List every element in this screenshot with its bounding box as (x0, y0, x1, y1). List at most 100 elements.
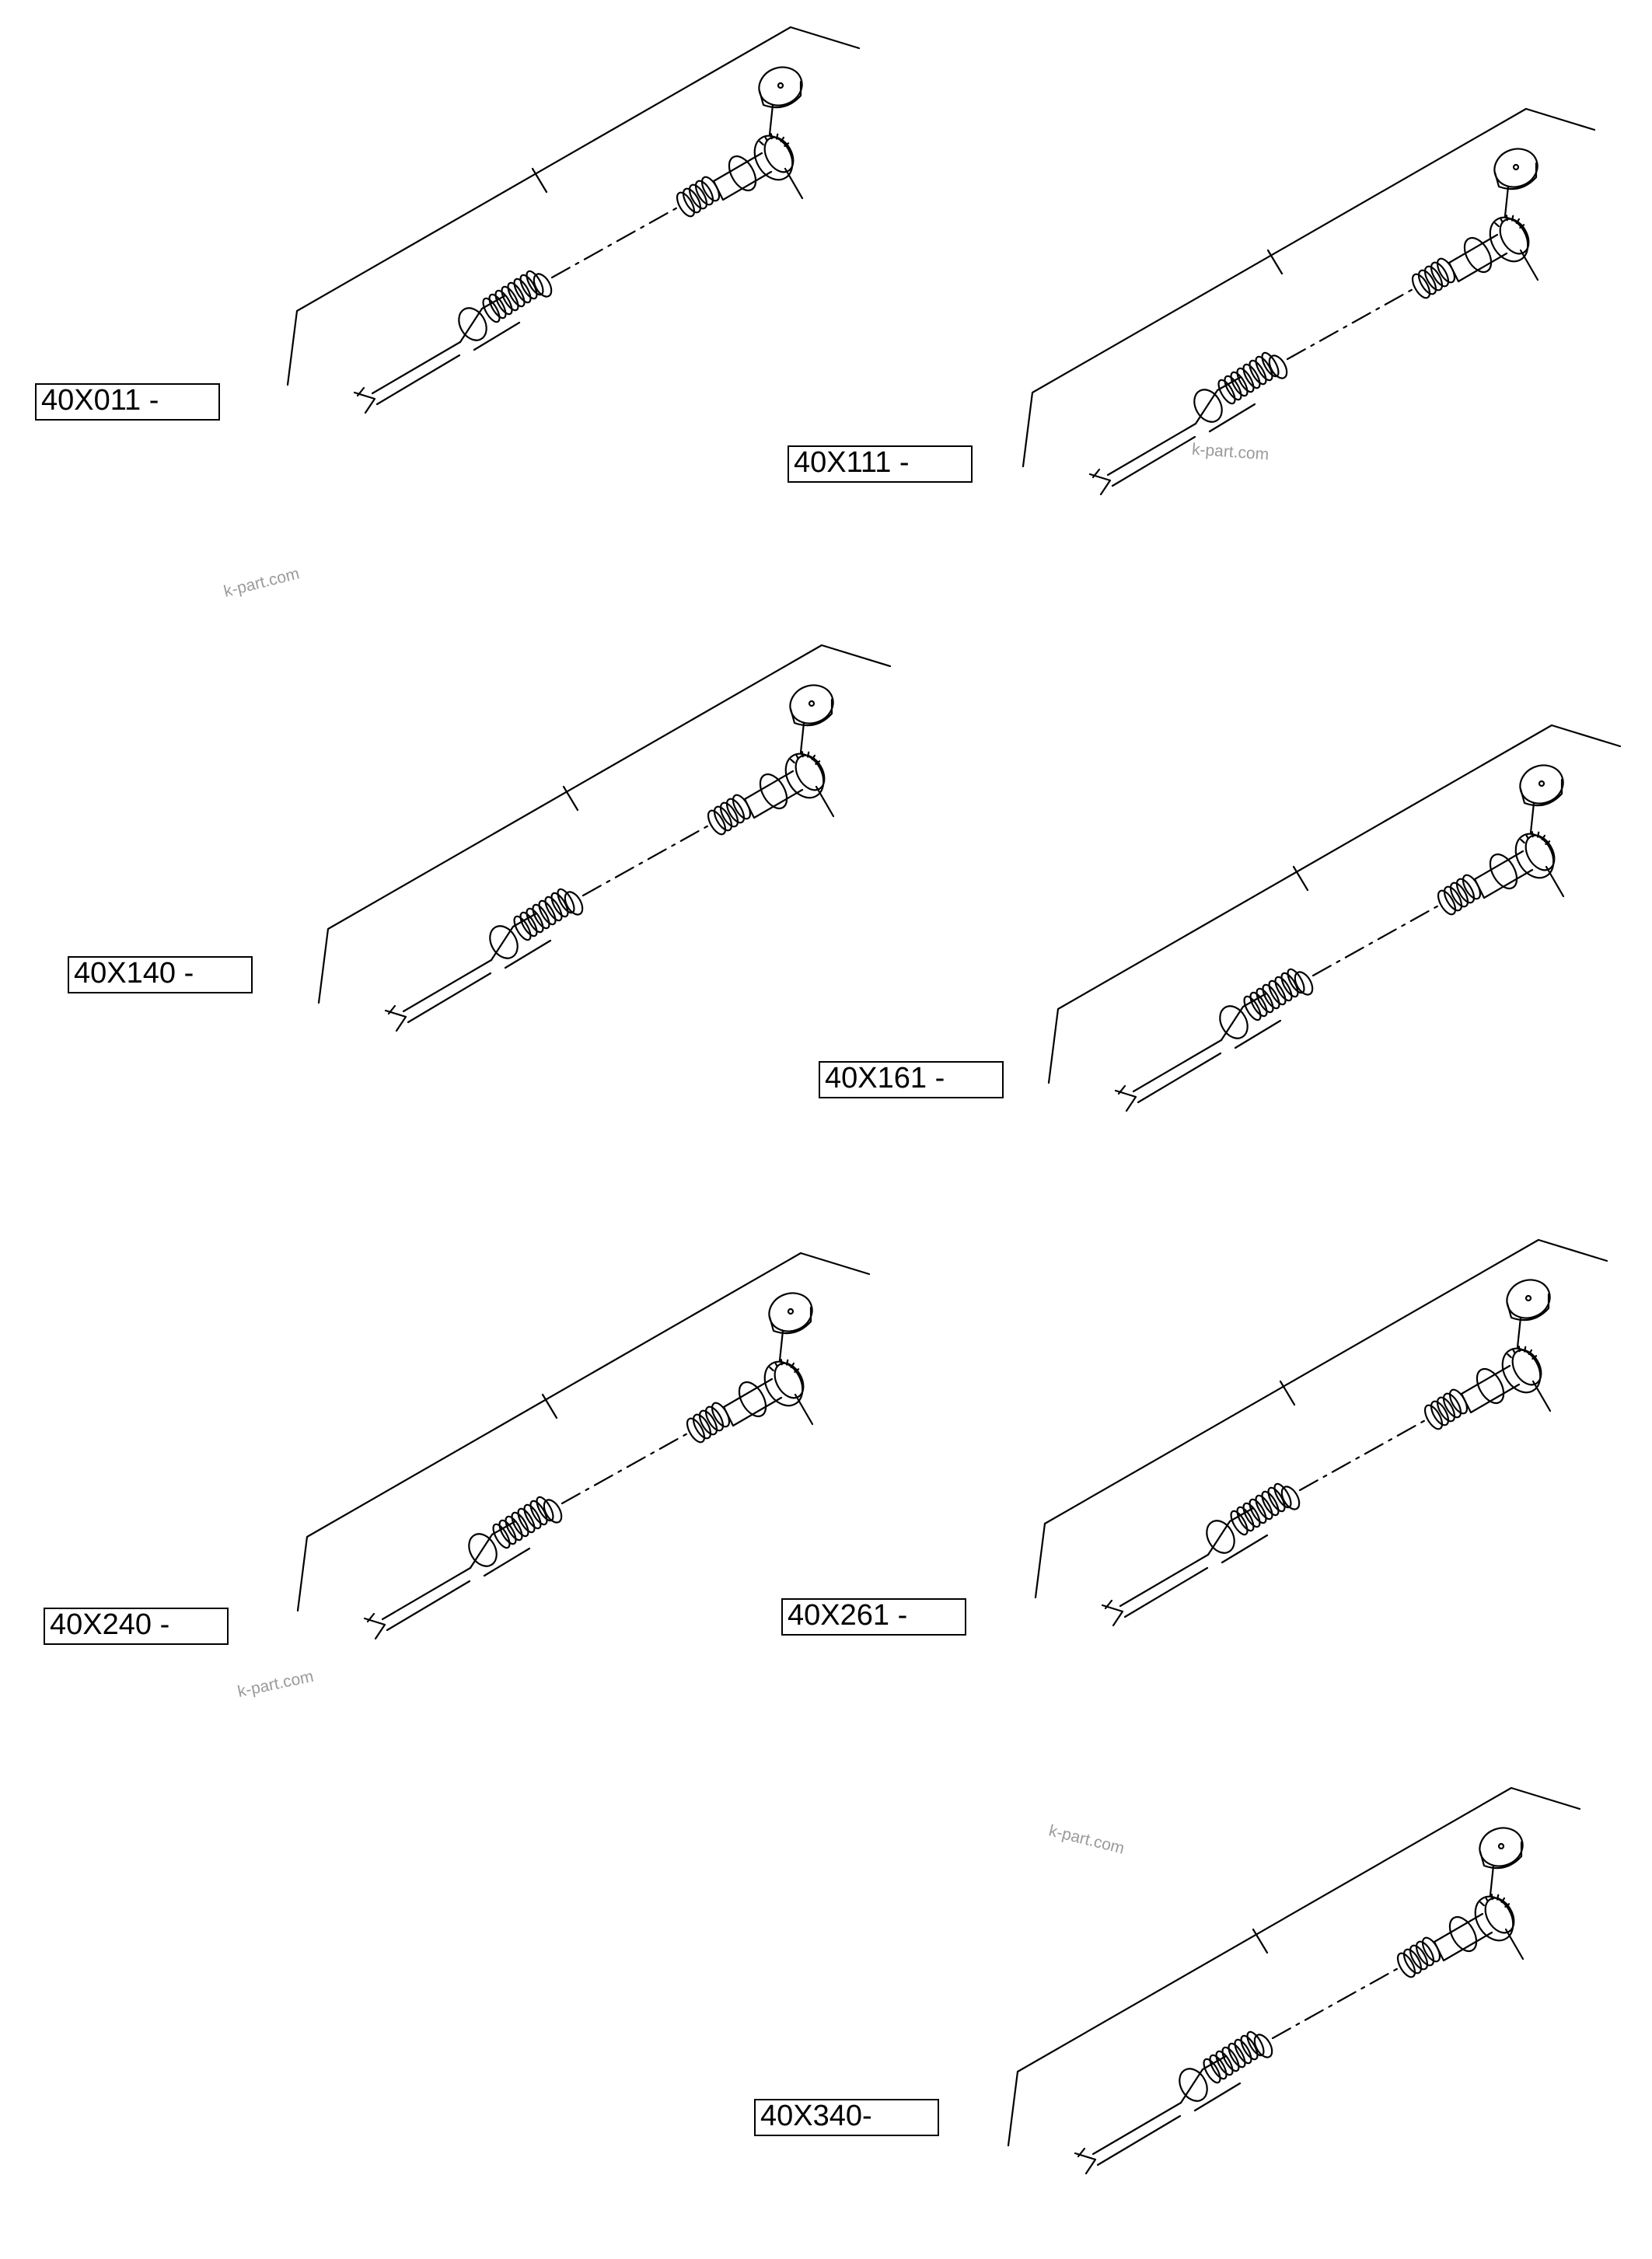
sensor-thread (694, 180, 714, 206)
thread-ring (1228, 2042, 1246, 2069)
fitting-body (1220, 992, 1282, 1049)
alignment-axis (550, 204, 682, 279)
knurl-mark (1496, 1894, 1500, 1901)
fitting-body (1194, 375, 1256, 433)
thread-ring (519, 911, 538, 937)
wire-ends (384, 1004, 407, 1032)
cap-disc-hole (777, 82, 784, 89)
hex-nut (1193, 389, 1223, 423)
leader-line (815, 785, 835, 818)
sensor-thread (1437, 889, 1457, 916)
cap-disc-hole (1512, 163, 1520, 171)
cap-disc-side (758, 80, 802, 109)
thread-ring (517, 1507, 536, 1534)
knurled-head-face (774, 1362, 805, 1399)
thread-ring (544, 896, 563, 922)
knurled-head-face (763, 136, 795, 173)
sensor-collar (759, 773, 788, 810)
sensor-thread (686, 1417, 706, 1444)
hex-nut (1179, 2068, 1208, 2102)
thread-ring (1267, 1486, 1286, 1513)
fitting-end (1253, 2034, 1273, 2058)
hex-nut (1206, 1520, 1235, 1554)
knurl-mark (770, 133, 773, 140)
callout-tick (1266, 249, 1284, 275)
sensor-body (1448, 233, 1508, 283)
sensor-collar (1476, 1367, 1505, 1405)
sensor-collar (738, 1381, 767, 1418)
alignment-axis (561, 1430, 692, 1505)
knurl-mark (774, 1361, 778, 1367)
knurl-mark (790, 1362, 795, 1369)
cable (1137, 1052, 1222, 1104)
cap-disc-side (1506, 1293, 1550, 1322)
thread-ring (513, 278, 532, 304)
thread-ring (494, 289, 513, 316)
cap-disc-side (1479, 1841, 1523, 1870)
cap-leader (778, 1329, 784, 1362)
hex-nut (458, 307, 487, 341)
thread-ring (1262, 983, 1280, 1010)
hex-nut (1219, 1005, 1249, 1039)
sensor-collar (1448, 1915, 1478, 1953)
alignment-axis (1298, 1417, 1430, 1492)
sensor-thread (1409, 1944, 1429, 1971)
fitting-body (1207, 1507, 1269, 1564)
sensor-body (722, 1377, 783, 1427)
knurl-mark (763, 135, 768, 141)
knurled-head-face (795, 754, 826, 791)
cap-leader (1529, 801, 1535, 834)
knurl-mark (1484, 1896, 1489, 1902)
knurl-mark (1525, 833, 1529, 840)
knurl-mark (785, 1359, 789, 1366)
thread-ring (526, 907, 544, 934)
callout-tick (541, 1393, 558, 1419)
thread-ring (1268, 979, 1287, 1006)
knurl-mark (759, 140, 764, 146)
thread-ring (1242, 363, 1261, 389)
leader-line (784, 167, 804, 200)
fitting-end (533, 273, 553, 298)
knurl-mark (1479, 1901, 1485, 1907)
knurled-head-face (1499, 218, 1530, 255)
hex-nut (468, 1533, 498, 1567)
alignment-axis (582, 822, 713, 897)
sensor-thread (1442, 1392, 1462, 1419)
knurl-mark (1515, 218, 1521, 225)
knurl-mark (1528, 1349, 1533, 1356)
leader-line (794, 1393, 814, 1426)
knurl-mark (795, 753, 799, 759)
sensor-thread (698, 1409, 718, 1436)
assembly-bracket (317, 644, 892, 1004)
leader-line (1532, 1380, 1552, 1412)
knurled-head (784, 752, 825, 799)
sensor-body (712, 152, 773, 201)
cap-disc-hole (1525, 1294, 1532, 1302)
knurl-mark (1518, 1346, 1521, 1353)
fitting-end (543, 1499, 563, 1524)
part-label-40X261: 40X261 - (781, 1598, 966, 1636)
sensor-assembly (1047, 724, 1622, 1112)
thread-ring (1261, 1490, 1280, 1517)
assembly-bracket (1007, 1786, 1581, 2147)
thread-ring (1274, 976, 1293, 1002)
cap-disc-side (789, 698, 833, 727)
callout-tick (1279, 1380, 1296, 1406)
cable (1091, 2101, 1182, 2156)
cable (375, 354, 461, 406)
cap-leader (799, 721, 805, 754)
cap-disc (1519, 764, 1564, 805)
wire-ends (1114, 1084, 1137, 1112)
knurl-mark (801, 751, 804, 758)
fitting-end (1294, 971, 1314, 996)
leader-line (1545, 865, 1565, 898)
cap-disc (789, 684, 834, 724)
cable (407, 972, 492, 1024)
assembly-bracket (1047, 724, 1622, 1084)
knurl-mark (815, 760, 821, 765)
thread-ring (1236, 367, 1255, 393)
cap-disc-hole (787, 1308, 795, 1315)
thread-ring (498, 1519, 517, 1545)
thread-ring (1236, 1506, 1255, 1532)
assembly-bracket (1034, 1238, 1608, 1599)
